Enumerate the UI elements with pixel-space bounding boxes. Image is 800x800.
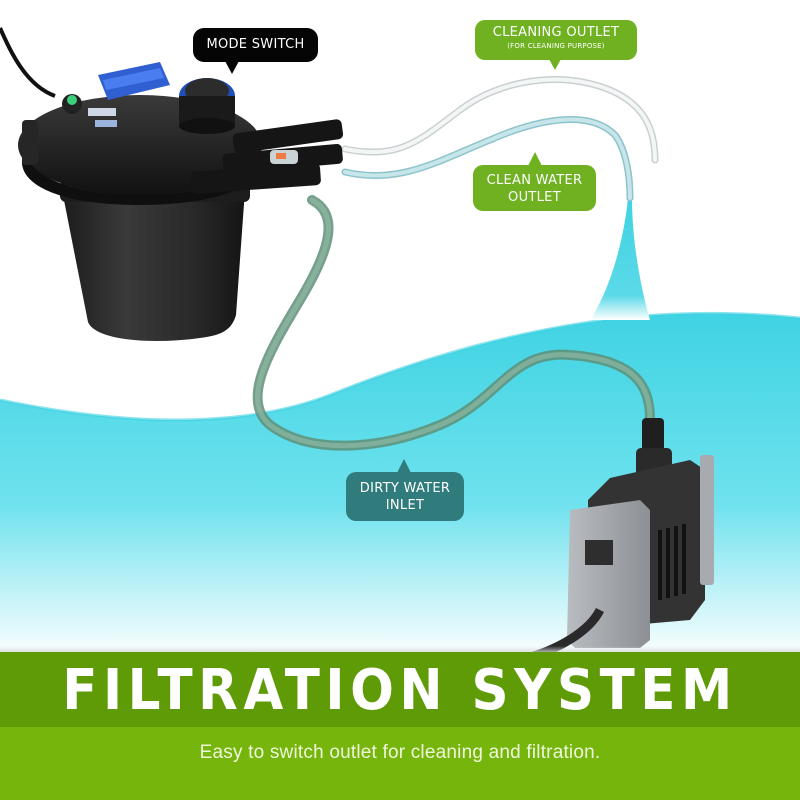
label-line-2: OUTLET — [508, 190, 561, 205]
pressure-filter-canister — [18, 62, 344, 342]
label-line-2: INLET — [385, 498, 425, 513]
clean-water-outlet-callout: CLEAN WATER OUTLET — [473, 152, 596, 211]
callout-pointer — [225, 61, 239, 74]
power-cord — [0, 27, 56, 98]
mode-switch-label: MODE SWITCH — [206, 37, 305, 52]
illustration-scene — [0, 27, 800, 660]
hoses — [252, 76, 659, 451]
callout-pointer — [528, 152, 542, 166]
banner-shadow — [0, 646, 800, 654]
callout-pointer — [397, 459, 411, 473]
water-stream — [590, 198, 650, 320]
banner-title: FILTRATION SYSTEM — [62, 658, 738, 723]
label-line-1: DIRTY WATER — [359, 481, 451, 496]
cleaning-outlet-sublabel: (FOR CLEANING PURPOSE) — [507, 41, 605, 50]
dirty-water-inlet-label: DIRTY WATER INLET — [346, 472, 464, 514]
cleaning-outlet-callout: CLEANING OUTLET (FOR CLEANING PURPOSE) — [475, 20, 637, 70]
cleaning-outlet-label: CLEANING OUTLET — [492, 25, 620, 40]
callout-pointer — [549, 59, 561, 70]
clean-water-outlet-label: CLEAN WATER OUTLET — [473, 165, 596, 206]
dirty-water-inlet-callout: DIRTY WATER INLET — [346, 459, 464, 521]
title-band — [0, 652, 800, 727]
mode-switch-callout: MODE SWITCH — [193, 28, 318, 74]
banner-subtitle: Easy to switch outlet for cleaning and f… — [199, 742, 601, 763]
subtitle-band — [0, 727, 800, 800]
label-line-1: CLEAN WATER — [486, 173, 583, 188]
submersible-pump — [518, 418, 714, 660]
